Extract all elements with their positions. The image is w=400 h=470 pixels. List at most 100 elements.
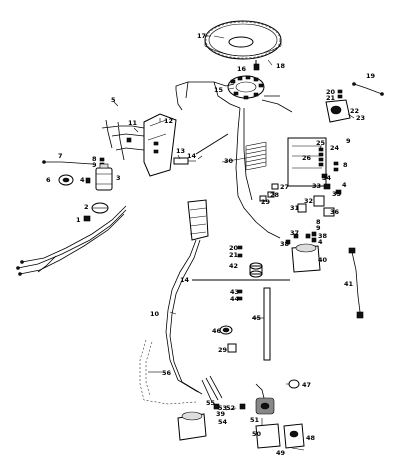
clip-28 <box>267 191 275 198</box>
starter-solenoid <box>291 243 321 273</box>
callout-12: 12 <box>164 117 173 125</box>
callout-51: 51 <box>250 416 260 424</box>
part-32 <box>313 195 325 207</box>
part-38b <box>311 231 317 237</box>
callout-9b: 9 <box>346 137 351 145</box>
callout-4b: 4 <box>342 181 347 189</box>
terminal-block <box>245 141 267 171</box>
callout-47: 47 <box>302 381 311 389</box>
callout-38b: 38 <box>280 240 290 248</box>
callout-40: 40 <box>318 256 328 264</box>
cable-41 <box>348 247 364 319</box>
part-54 <box>177 411 207 441</box>
flywheel <box>204 20 282 60</box>
callout-29: 29 <box>261 198 271 206</box>
callout-1: 1 <box>76 216 81 224</box>
small-screw <box>126 137 132 143</box>
callout-14: 14 <box>187 152 197 160</box>
washer-21b <box>237 253 243 258</box>
ignition-coil <box>95 163 113 191</box>
harness-10 <box>165 199 209 395</box>
callout-8c: 8 <box>316 218 321 226</box>
callout-46: 46 <box>212 327 222 335</box>
callout-9: 9 <box>92 161 97 169</box>
callout-53: 53 <box>218 404 227 412</box>
callout-3: 3 <box>116 174 121 182</box>
callout-43: 43 <box>230 288 239 296</box>
part-36 <box>323 207 335 217</box>
callout-20: 20 <box>326 88 336 96</box>
callout-15: 15 <box>214 86 224 94</box>
clamp-2 <box>91 202 109 214</box>
callout-55: 55 <box>206 399 216 407</box>
bolt-4 <box>85 177 91 184</box>
connector <box>173 157 196 165</box>
switch-box <box>143 113 177 177</box>
screw-43 <box>237 289 243 294</box>
callout-4: 4 <box>80 176 85 184</box>
callout-10: 10 <box>150 310 160 318</box>
screw-1 <box>83 215 91 222</box>
callout-48: 48 <box>306 434 316 442</box>
screw-stack-25 <box>318 147 324 167</box>
callout-14b: 14 <box>180 276 190 284</box>
callout-13: 13 <box>176 147 185 155</box>
callout-56: 56 <box>162 369 172 377</box>
callout-19: 19 <box>366 72 376 80</box>
callout-23: 23 <box>356 114 365 122</box>
holder-42 <box>249 262 263 278</box>
callout-54: 54 <box>218 418 228 426</box>
callout-37: 37 <box>290 229 299 237</box>
panel-50 <box>255 423 281 449</box>
clip-27 <box>271 183 279 190</box>
part-38 <box>305 233 311 239</box>
callout-50: 50 <box>252 430 262 438</box>
part-52 <box>239 403 246 410</box>
part-39 <box>285 239 291 245</box>
harness-main <box>235 107 281 239</box>
part-31 <box>297 203 307 213</box>
callout-21: 21 <box>326 94 336 102</box>
callout-2: 2 <box>84 203 89 211</box>
screw-8b <box>333 161 339 166</box>
part-4c <box>311 237 317 243</box>
callout-49: 49 <box>276 449 286 457</box>
callout-33: 33 <box>312 182 321 190</box>
part-34 <box>321 173 328 179</box>
cable-56 <box>139 339 197 405</box>
callout-36: 36 <box>330 208 340 216</box>
callout-41: 41 <box>344 280 354 288</box>
callout-18: 18 <box>276 62 286 70</box>
leader-lines <box>133 35 323 451</box>
key-switch <box>255 383 275 415</box>
rectifier <box>325 99 351 123</box>
stator <box>227 75 265 100</box>
callout-42: 42 <box>229 262 238 270</box>
callout-27: 27 <box>280 183 289 191</box>
bracket-45 <box>263 287 271 361</box>
callout-4c: 4 <box>318 238 323 246</box>
harness-top <box>175 81 241 111</box>
part-33 <box>323 183 331 190</box>
callout-28: 28 <box>270 191 280 199</box>
part-55 <box>213 403 220 410</box>
callout-35: 35 <box>332 190 342 198</box>
screw-20b <box>237 245 243 250</box>
callout-39: 39 <box>216 410 226 418</box>
connector-53 <box>201 375 223 403</box>
screw-20 <box>337 89 343 94</box>
callout-17: 17 <box>197 32 206 40</box>
grommet-46 <box>219 325 233 335</box>
callout-38: 38 <box>318 232 328 240</box>
part-37 <box>293 233 299 239</box>
wire-7 <box>42 160 93 165</box>
screw-9b <box>333 167 339 172</box>
plate-48 <box>283 423 305 449</box>
clip-29 <box>259 195 267 202</box>
callout-16: 16 <box>237 65 247 73</box>
callout-22: 22 <box>350 107 359 115</box>
callout-44: 44 <box>230 295 240 303</box>
callout-20b: 20 <box>229 244 239 252</box>
harness-left <box>101 119 145 161</box>
